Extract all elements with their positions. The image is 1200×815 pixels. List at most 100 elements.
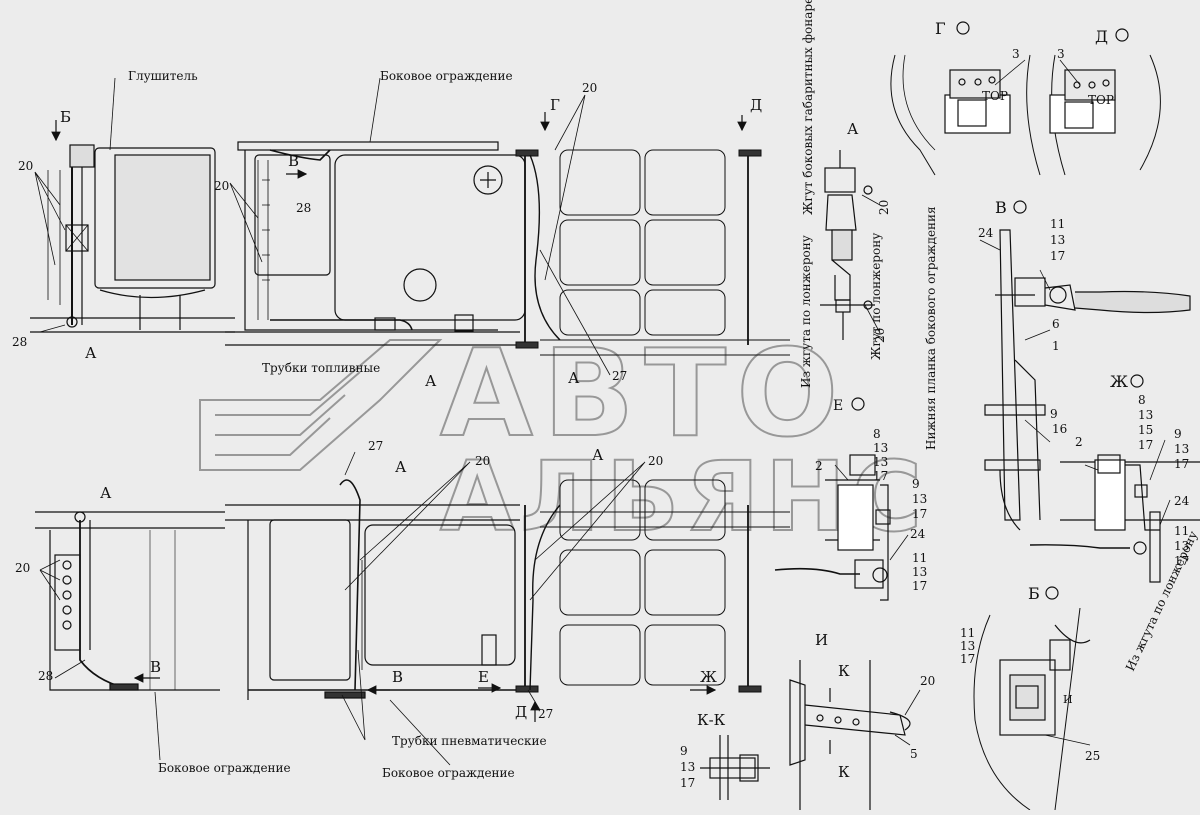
view-V-letter-3: В [392, 668, 403, 686]
view-A-letter-5: А [395, 458, 407, 476]
num-1: 1 [1052, 339, 1060, 353]
num-15: 15 [1138, 423, 1153, 437]
num-20-b: 20 [214, 179, 229, 193]
num-3-a: 3 [1012, 47, 1020, 61]
view-V-letter-2: В [150, 658, 161, 676]
num-11-d: 11 [960, 626, 975, 640]
view-A-letter-6: А [592, 446, 604, 464]
num-17-i: 17 [680, 776, 695, 790]
label-harness-side: Жгут боковых габаритных фонарей [801, 0, 815, 215]
label-pneumatic-tubes: Трубки пневматические [392, 734, 547, 748]
detail-A [820, 150, 875, 340]
num-20-a: 20 [18, 159, 33, 173]
num-9-b: 9 [912, 477, 920, 491]
num-13-c: 13 [873, 455, 888, 469]
view-K-letter-2: К [838, 763, 850, 781]
detail-G [890, 21, 1041, 176]
view-left-bottom [35, 511, 225, 691]
view-D-title: Д [1095, 27, 1108, 46]
num-13-d: 13 [912, 492, 927, 506]
num-20-g: 20 [877, 200, 891, 215]
watermark-logo [199, 339, 443, 471]
watermark: АВТО АЛЬЯНС [199, 324, 923, 554]
label-harness-to-spar: Жгут по лонжерону [869, 233, 883, 360]
num-27-a: 27 [612, 369, 627, 383]
num-20-f: 20 [15, 561, 30, 575]
detail-D [1049, 28, 1161, 176]
detail-V [984, 200, 1191, 531]
view-E-letter: Е [478, 668, 489, 686]
num-11-a: 11 [1050, 217, 1065, 231]
view-D-Zh-frames [515, 479, 790, 693]
num-17-d: 17 [912, 579, 927, 593]
label-muffler: Глушитель [128, 69, 198, 83]
view-A-letter-4: А [847, 120, 859, 138]
label-side-guard-bl: Боковое ограждение [158, 761, 291, 775]
num-13-i: 13 [960, 639, 975, 653]
view-A-letter-2: А [425, 372, 437, 390]
view-I-letter-small: И [1063, 693, 1073, 706]
num-20-c: 20 [582, 81, 597, 95]
num-9-d: 9 [680, 744, 688, 758]
num-17-b: 17 [873, 469, 888, 483]
num-24-a: 24 [978, 226, 994, 240]
num-13-g: 13 [1174, 442, 1189, 456]
view-B-title: Б [1028, 584, 1040, 603]
label-tor-2: ТОР [1088, 93, 1114, 107]
label-side-guard-bm: Боковое ограждение [382, 766, 515, 780]
num-24-c: 24 [1174, 494, 1190, 508]
num-13-h: 13 [1174, 539, 1189, 553]
num-20-i: 20 [920, 674, 935, 688]
label-side-guard-top: Боковое ограждение [380, 69, 513, 83]
view-left-top [30, 144, 235, 333]
detail-KK [700, 735, 770, 800]
num-16: 16 [1052, 422, 1067, 436]
num-28-b: 28 [296, 201, 311, 215]
view-G-title: Г [935, 19, 946, 38]
view-A-letter-3: А [568, 369, 580, 387]
num-20-h: 20 [873, 328, 887, 343]
direction-arrows [51, 112, 747, 722]
view-fuel-tank [225, 141, 526, 346]
label-tor-1: ТОР [982, 89, 1008, 103]
num-17-a: 17 [1050, 249, 1065, 263]
label-lower-plank: Нижняя планка бокового ограждения [924, 206, 938, 450]
view-B-letter: Б [60, 108, 71, 126]
num-17-e: 17 [1138, 438, 1153, 452]
num-13-j: 13 [680, 760, 695, 774]
detail-Zh [1029, 374, 1200, 583]
num-8-a: 8 [873, 427, 881, 441]
view-D-letter-1: Д [750, 96, 762, 114]
num-17-c: 17 [912, 507, 927, 521]
part-numbers: 20 28 20 28 20 27 27 20 20 20 28 27 20 2… [12, 47, 1190, 790]
num-25: 25 [1085, 749, 1100, 763]
num-8-b: 8 [1138, 393, 1146, 407]
view-D-letter-2: Д [515, 703, 527, 721]
num-13-f: 13 [1138, 408, 1153, 422]
view-I-letter: И [815, 631, 828, 649]
num-27-b: 27 [368, 439, 383, 453]
num-6: 6 [1052, 317, 1060, 331]
label-from-harness-1: Из жгута по лонжерону [799, 235, 813, 388]
view-A-letter-7: А [100, 484, 112, 502]
num-11-c: 11 [1174, 524, 1189, 538]
num-5: 5 [910, 747, 918, 761]
num-13-b: 13 [873, 441, 888, 455]
num-28-c: 28 [38, 669, 53, 683]
num-2-a: 2 [815, 459, 823, 473]
watermark-line1: АВТО [440, 325, 848, 464]
view-G-letter: Г [550, 96, 560, 114]
label-fuel-tubes: Трубки топливные [262, 361, 380, 375]
view-K-letter-1: К [838, 662, 850, 680]
detail-I [789, 660, 911, 810]
view-V-letter-1: В [288, 152, 299, 170]
view-G-D-frames [515, 149, 790, 356]
num-20-d: 20 [475, 454, 490, 468]
view-E-title: Е [833, 398, 843, 414]
num-17-h: 17 [960, 652, 975, 666]
leader-lines [34, 59, 1171, 766]
num-20-e: 20 [648, 454, 663, 468]
num-28-a: 28 [12, 335, 27, 349]
